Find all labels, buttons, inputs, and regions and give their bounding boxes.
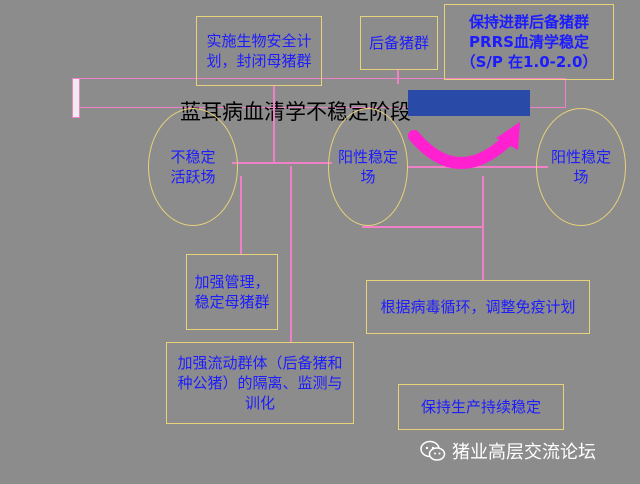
oval-unstable: 不稳定活跃场 [148,108,238,226]
oval-positive-2-label: 阳性稳定场 [551,148,612,186]
footer-brand: 猪业高层交流论坛 [420,438,596,464]
isolation-box: 加强流动群体（后备猪和种公猪）的隔离、监测与训化 [166,342,354,424]
connector-positive-to-positive [408,166,548,168]
oval-positive-stable-1: 阳性稳定场 [328,108,408,226]
connector-isolation [290,166,292,342]
scrollbar-thumb[interactable] [72,78,80,118]
connector-unstable-to-positive [232,162,332,164]
connector-adjust-top [362,226,482,228]
cycle-arrow-icon [408,122,520,169]
oval-positive-stable-2: 阳性稳定场 [536,108,626,226]
connector-adjust [482,176,484,280]
gilts-box: 后备猪群 [360,16,438,70]
biosecurity-box: 实施生物安全计划，封闭母猪群 [196,16,322,86]
wechat-icon [420,440,446,461]
sustain-box: 保持生产持续稳定 [398,384,564,430]
connector-biosecurity [273,86,275,162]
connector-strengthen [240,176,242,254]
oval-unstable-label: 不稳定活跃场 [170,148,216,186]
footer-brand-text: 猪业高层交流论坛 [452,442,596,463]
oval-positive-1-label: 阳性稳定场 [338,148,399,186]
adjust-immunity-box: 根据病毒循环，调整免疫计划 [366,280,590,334]
redaction-overlay [408,90,530,116]
connector-gilts [397,70,399,84]
maintain-gilts-box: 保持进群后备猪群PRRS血清学稳定（S/P 在1.0-2.0） [444,4,614,80]
strengthen-sows-box: 加强管理，稳定母猪群 [186,254,278,330]
